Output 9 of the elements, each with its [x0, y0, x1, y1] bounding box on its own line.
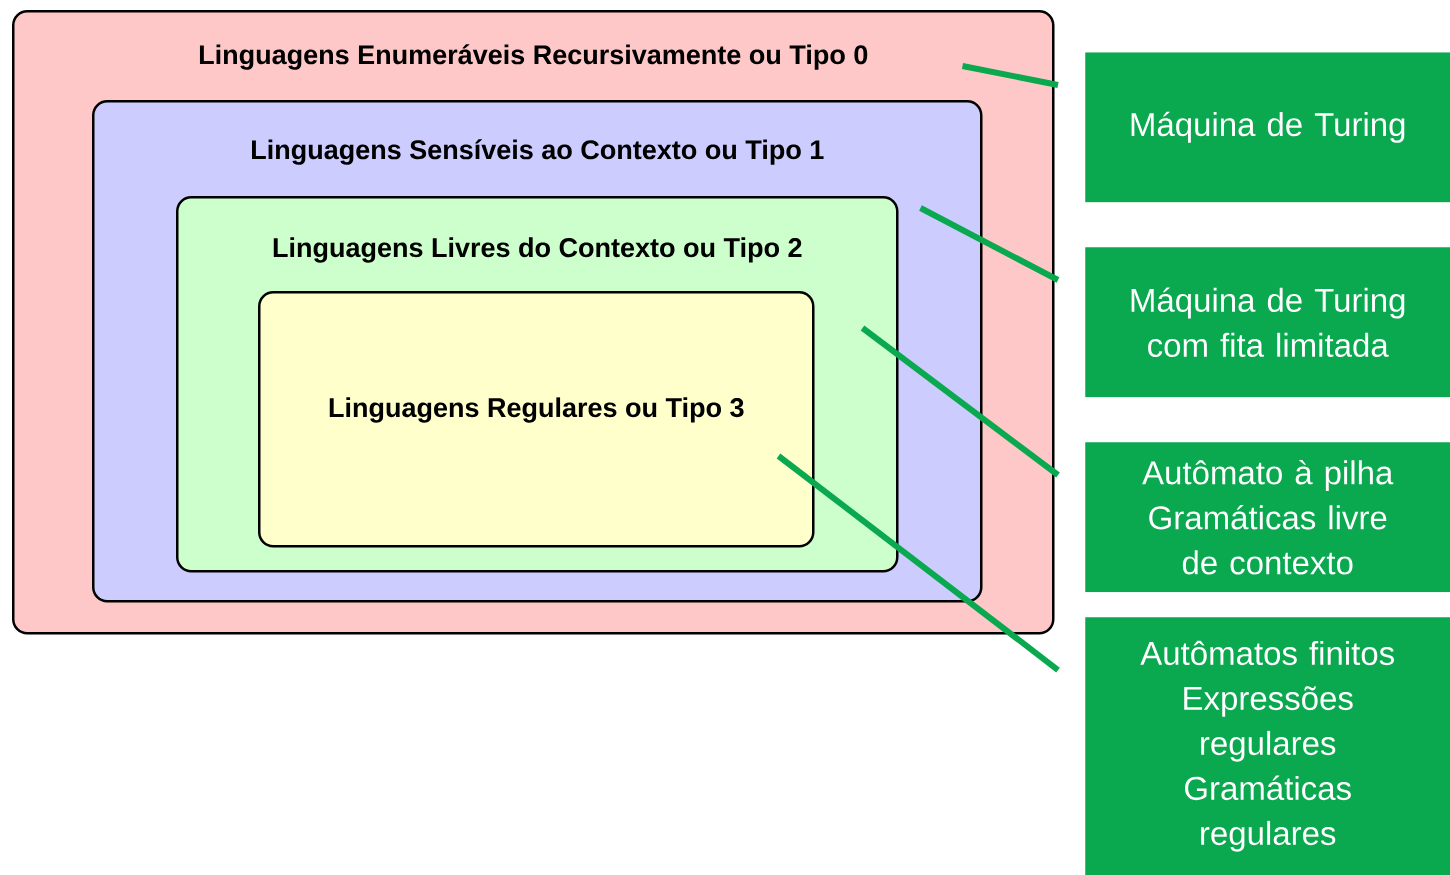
- label-box: Máquina de Turing: [1085, 52, 1450, 203]
- label-box: Autômato à pilha Gramáticas livre de contexto: [1085, 442, 1450, 593]
- leader-line: [776, 453, 1060, 673]
- leader-line: [961, 63, 1059, 88]
- leader-line: [919, 205, 1060, 283]
- label-box: Máquina de Turing com fita limitada: [1085, 247, 1450, 398]
- label-box: Autômatos finitos Expressões regulares Gramáticas regulares: [1085, 617, 1450, 875]
- region-box: Linguagens Regulares ou Tipo 3: [258, 291, 815, 548]
- leader-line: [860, 325, 1060, 478]
